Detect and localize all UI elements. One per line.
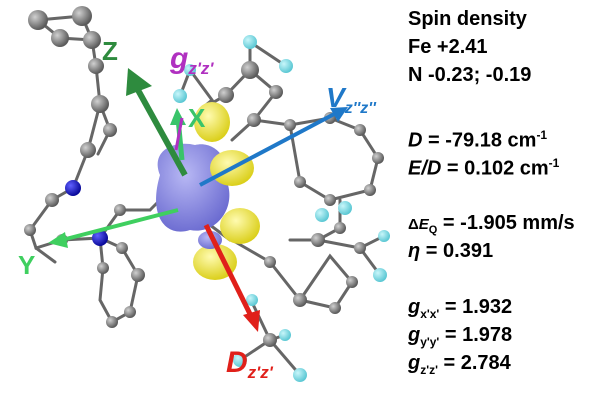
y-axis-letter: Y: [18, 250, 36, 280]
spin-density-title: Spin density: [408, 8, 527, 30]
x-axis-label: X: [188, 103, 205, 134]
fluorine-atoms: [173, 35, 390, 382]
density-lobe: [220, 208, 260, 244]
gy-symbol: g: [408, 324, 421, 346]
ed-parameter: E/D = 0.102 cm-1: [408, 156, 559, 181]
y-axis-arrow: [48, 208, 179, 248]
v-axis-arrow: [199, 107, 348, 187]
g-axis-symbol: g: [170, 42, 189, 75]
n-spin-values: N -0.23; -0.19: [408, 64, 532, 86]
d-value: = -79.18 cm: [428, 129, 537, 152]
gx-symbol: g: [408, 296, 421, 318]
fe-spin-value: Fe +2.41: [408, 36, 488, 58]
g-y-value: gy'y' = 1.978: [408, 324, 513, 349]
gx-subscript: x'x': [420, 307, 440, 321]
z-axis-arrow: [126, 68, 188, 177]
asymmetry-parameter: η = 0.391: [408, 240, 493, 263]
z-axis-letter: Z: [102, 36, 118, 66]
eq-delta: Δ: [408, 216, 419, 233]
g-axis-arrow: [174, 117, 184, 151]
gz-symbol: g: [408, 352, 421, 374]
v-axis-symbol: V: [326, 82, 345, 113]
d-symbol: D: [408, 129, 423, 152]
d-axis-subscript: z'z': [247, 363, 273, 382]
x-axis-letter: X: [188, 103, 206, 133]
quadrupole-splitting: ΔEQ = -1.905 mm/s: [408, 212, 575, 236]
axis-arrows: [48, 68, 348, 332]
density-lobe: [194, 102, 230, 142]
gy-number: = 1.978: [444, 324, 513, 346]
d-exponent: -1: [536, 128, 548, 142]
eq-symbol: E: [418, 216, 429, 233]
z-axis-label: Z: [102, 36, 118, 67]
d-parameter: D = -79.18 cm-1: [408, 128, 547, 153]
gx-number: = 1.932: [444, 296, 513, 318]
gy-subscript: y'y': [420, 335, 440, 349]
d-axis-arrow: [203, 223, 260, 332]
gz-subscript: z'z': [420, 363, 438, 377]
ed-symbol: E/D: [408, 157, 442, 180]
eq-value: = -1.905 mm/s: [442, 212, 575, 234]
ed-value: = 0.102 cm: [446, 157, 549, 180]
g-axis-label: gz'z': [170, 42, 214, 78]
g-z-value: gz'z' = 2.784: [408, 352, 511, 377]
gz-number: = 2.784: [443, 352, 511, 374]
y-axis-label: Y: [18, 250, 35, 281]
eq-subscript: Q: [428, 224, 438, 236]
d-axis-symbol: D: [226, 346, 248, 379]
spin-density-isosurface: [156, 102, 260, 280]
g-x-value: gx'x' = 1.932: [408, 296, 513, 321]
ed-exponent: -1: [548, 156, 560, 170]
v-axis-label: Vz''z'': [326, 82, 376, 117]
nitrogen-atoms: [65, 180, 108, 246]
g-axis-subscript: z'z': [188, 59, 214, 78]
eta-value: = 0.391: [425, 240, 494, 262]
eta-symbol: η: [408, 240, 421, 262]
d-axis-label: Dz'z': [226, 346, 273, 382]
v-axis-subscript: z''z'': [344, 100, 376, 117]
